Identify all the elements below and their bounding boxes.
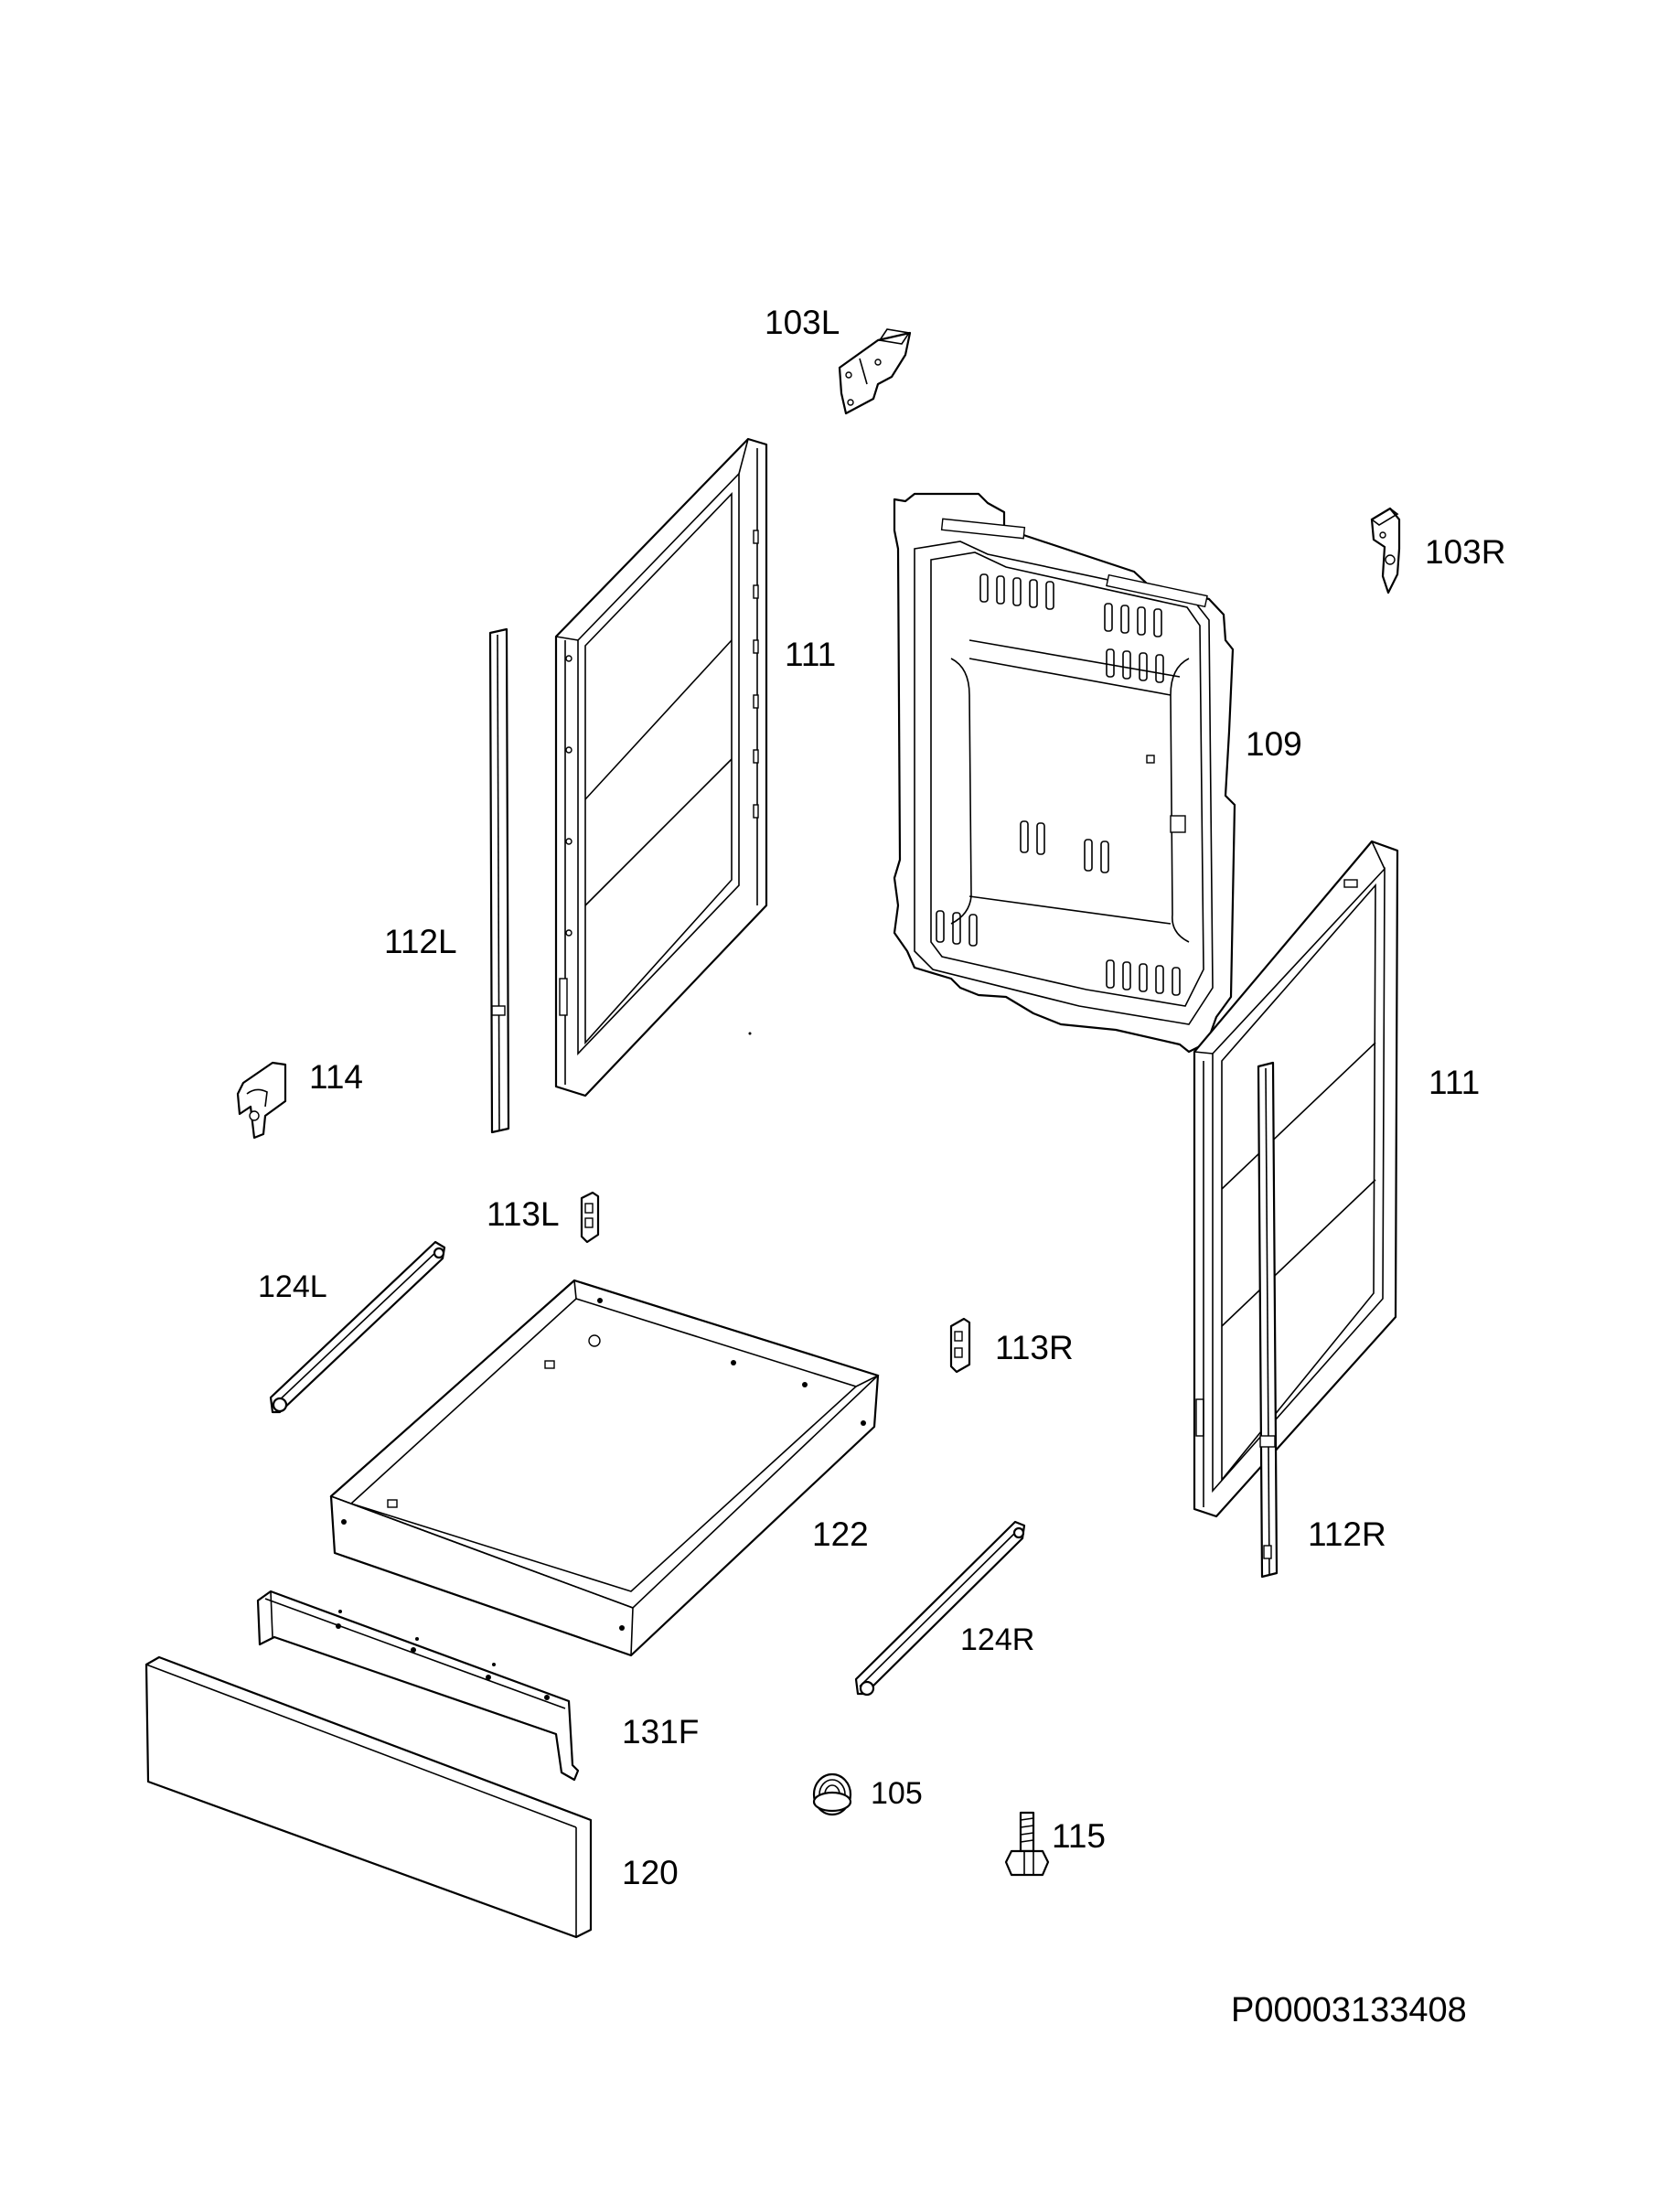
label-113L: 113L [487, 1195, 560, 1233]
label-115: 115 [1052, 1817, 1106, 1855]
document-number: P00003133408 [1231, 1991, 1467, 2029]
part-103L-bracket [838, 328, 912, 415]
part-111-right-side-panel [1193, 840, 1399, 1518]
part-113R-latch [949, 1317, 971, 1374]
label-131F: 131F [622, 1713, 699, 1751]
part-112R-strip [1257, 1061, 1279, 1579]
part-115-screw [1004, 1811, 1050, 1877]
label-109: 109 [1246, 725, 1302, 763]
label-122: 122 [812, 1515, 869, 1553]
label-114: 114 [309, 1058, 363, 1096]
part-131F-front-bracket [256, 1590, 580, 1782]
label-113R: 113R [995, 1329, 1074, 1366]
label-124L: 124L [258, 1269, 327, 1304]
label-103R: 103R [1425, 533, 1505, 571]
part-124R-rail [854, 1520, 1026, 1697]
part-103R-bracket [1370, 507, 1401, 594]
label-105: 105 [871, 1776, 923, 1811]
label-112R: 112R [1308, 1515, 1386, 1553]
label-124R: 124R [960, 1622, 1034, 1657]
part-114-clip [236, 1061, 287, 1140]
label-111-right: 111 [1429, 1064, 1480, 1101]
label-103L: 103L [765, 304, 840, 341]
part-105-foot [812, 1772, 852, 1816]
label-120: 120 [622, 1854, 679, 1891]
stray-mark [748, 1032, 752, 1035]
part-120-drawer-front [144, 1655, 593, 1939]
part-109-rear-panel [893, 492, 1236, 1054]
part-124L-rail [269, 1240, 446, 1414]
part-113L-latch [580, 1191, 600, 1244]
part-112L-strip [488, 627, 510, 1134]
part-122-drawer-tray [329, 1279, 880, 1657]
label-111-left: 111 [785, 636, 836, 673]
part-111-left-side-panel [554, 437, 768, 1098]
label-112L: 112L [384, 923, 457, 960]
